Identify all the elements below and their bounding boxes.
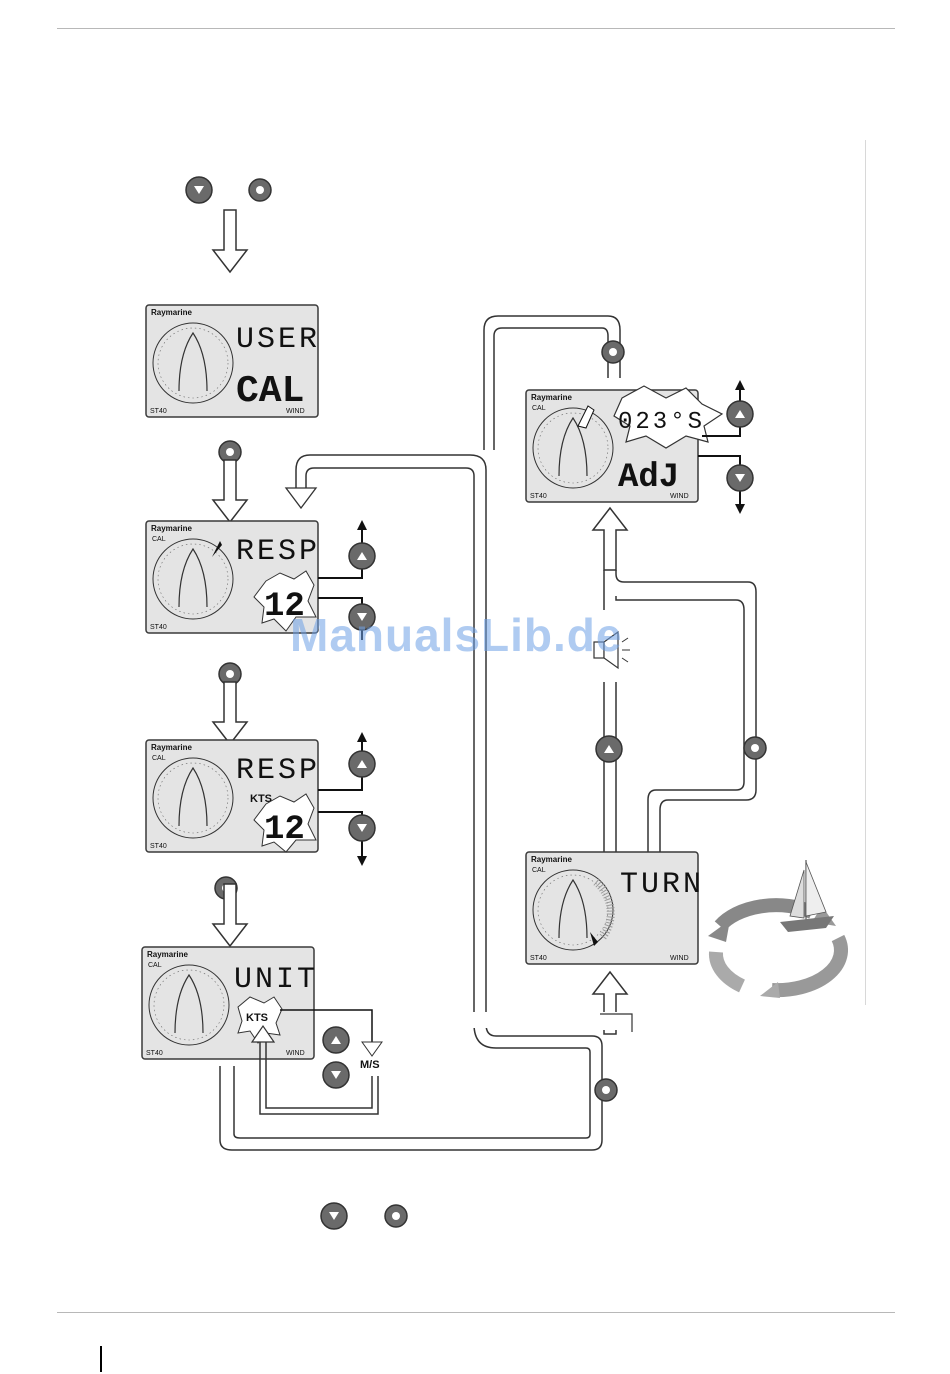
model-label: ST40 bbox=[150, 624, 167, 631]
down-button-icon[interactable] bbox=[321, 1203, 347, 1229]
lcd-line-2: CAL bbox=[236, 370, 304, 413]
up-button-icon[interactable] bbox=[349, 751, 375, 777]
cal-label: CAL bbox=[152, 755, 166, 762]
up-button-icon[interactable] bbox=[323, 1027, 349, 1053]
mode-label: WIND bbox=[670, 955, 689, 962]
flow-arrow-icon bbox=[213, 210, 247, 272]
model-label: ST40 bbox=[146, 1050, 163, 1057]
ok-button-icon[interactable] bbox=[595, 1079, 617, 1101]
watermark-text: ManualsLib.de bbox=[290, 608, 622, 662]
display-resp-2: Raymarine CAL RESP KTS 12 ST40 bbox=[146, 740, 320, 852]
model-label: ST40 bbox=[150, 408, 167, 415]
display-user-cal: Raymarine USER CAL ST40 WIND bbox=[146, 305, 320, 417]
brand-label: Raymarine bbox=[151, 524, 192, 533]
brand-label: Raymarine bbox=[531, 855, 572, 864]
cal-label: CAL bbox=[532, 405, 546, 412]
down-button-icon[interactable] bbox=[349, 815, 375, 841]
brand-label: Raymarine bbox=[147, 950, 188, 959]
lcd-line-1: RESP bbox=[236, 535, 320, 569]
up-button-icon[interactable] bbox=[349, 543, 375, 569]
flow-arrow-icon bbox=[213, 460, 247, 522]
lcd-line-1: 023°S bbox=[618, 409, 705, 436]
lcd-line-1: UNIT bbox=[234, 963, 318, 997]
lcd-line-1: RESP bbox=[236, 754, 320, 788]
cal-label: CAL bbox=[152, 536, 166, 543]
down-button-icon[interactable] bbox=[186, 177, 212, 203]
lcd-line-1: USER bbox=[236, 323, 320, 357]
ok-button-icon[interactable] bbox=[602, 341, 624, 363]
boat-turning-icon bbox=[708, 860, 841, 998]
brand-label: Raymarine bbox=[531, 393, 572, 402]
down-button-icon[interactable] bbox=[727, 465, 753, 491]
up-button-icon[interactable] bbox=[596, 736, 622, 762]
ok-button-icon[interactable] bbox=[744, 737, 766, 759]
display-adj: Raymarine CAL 023°S AdJ ST40 WIND bbox=[526, 386, 722, 502]
brand-label: Raymarine bbox=[151, 743, 192, 752]
ms-label: M/S bbox=[360, 1059, 380, 1071]
flow-arrow-icon bbox=[213, 682, 247, 744]
lcd-value: 12 bbox=[264, 811, 305, 849]
ok-button-icon[interactable] bbox=[249, 179, 271, 201]
down-button-icon[interactable] bbox=[323, 1062, 349, 1088]
mode-label: WIND bbox=[286, 408, 305, 415]
brand-label: Raymarine bbox=[151, 308, 192, 317]
ok-button-icon[interactable] bbox=[385, 1205, 407, 1227]
model-label: ST40 bbox=[530, 493, 547, 500]
display-turn: Raymarine CAL TURN ST40 WIND bbox=[526, 852, 704, 964]
cal-label: CAL bbox=[148, 962, 162, 969]
unit-label: KTS bbox=[246, 1012, 268, 1024]
mode-label: WIND bbox=[670, 493, 689, 500]
model-label: ST40 bbox=[150, 843, 167, 850]
mode-label: WIND bbox=[286, 1050, 305, 1057]
flow-arrow-icon bbox=[593, 508, 627, 570]
lcd-line-2: AdJ bbox=[618, 459, 679, 497]
cal-label: CAL bbox=[532, 867, 546, 874]
model-label: ST40 bbox=[530, 955, 547, 962]
lcd-line-1: TURN bbox=[620, 868, 704, 902]
display-unit: Raymarine CAL UNIT KTS ST40 WIND bbox=[142, 947, 318, 1059]
up-button-icon[interactable] bbox=[727, 401, 753, 427]
